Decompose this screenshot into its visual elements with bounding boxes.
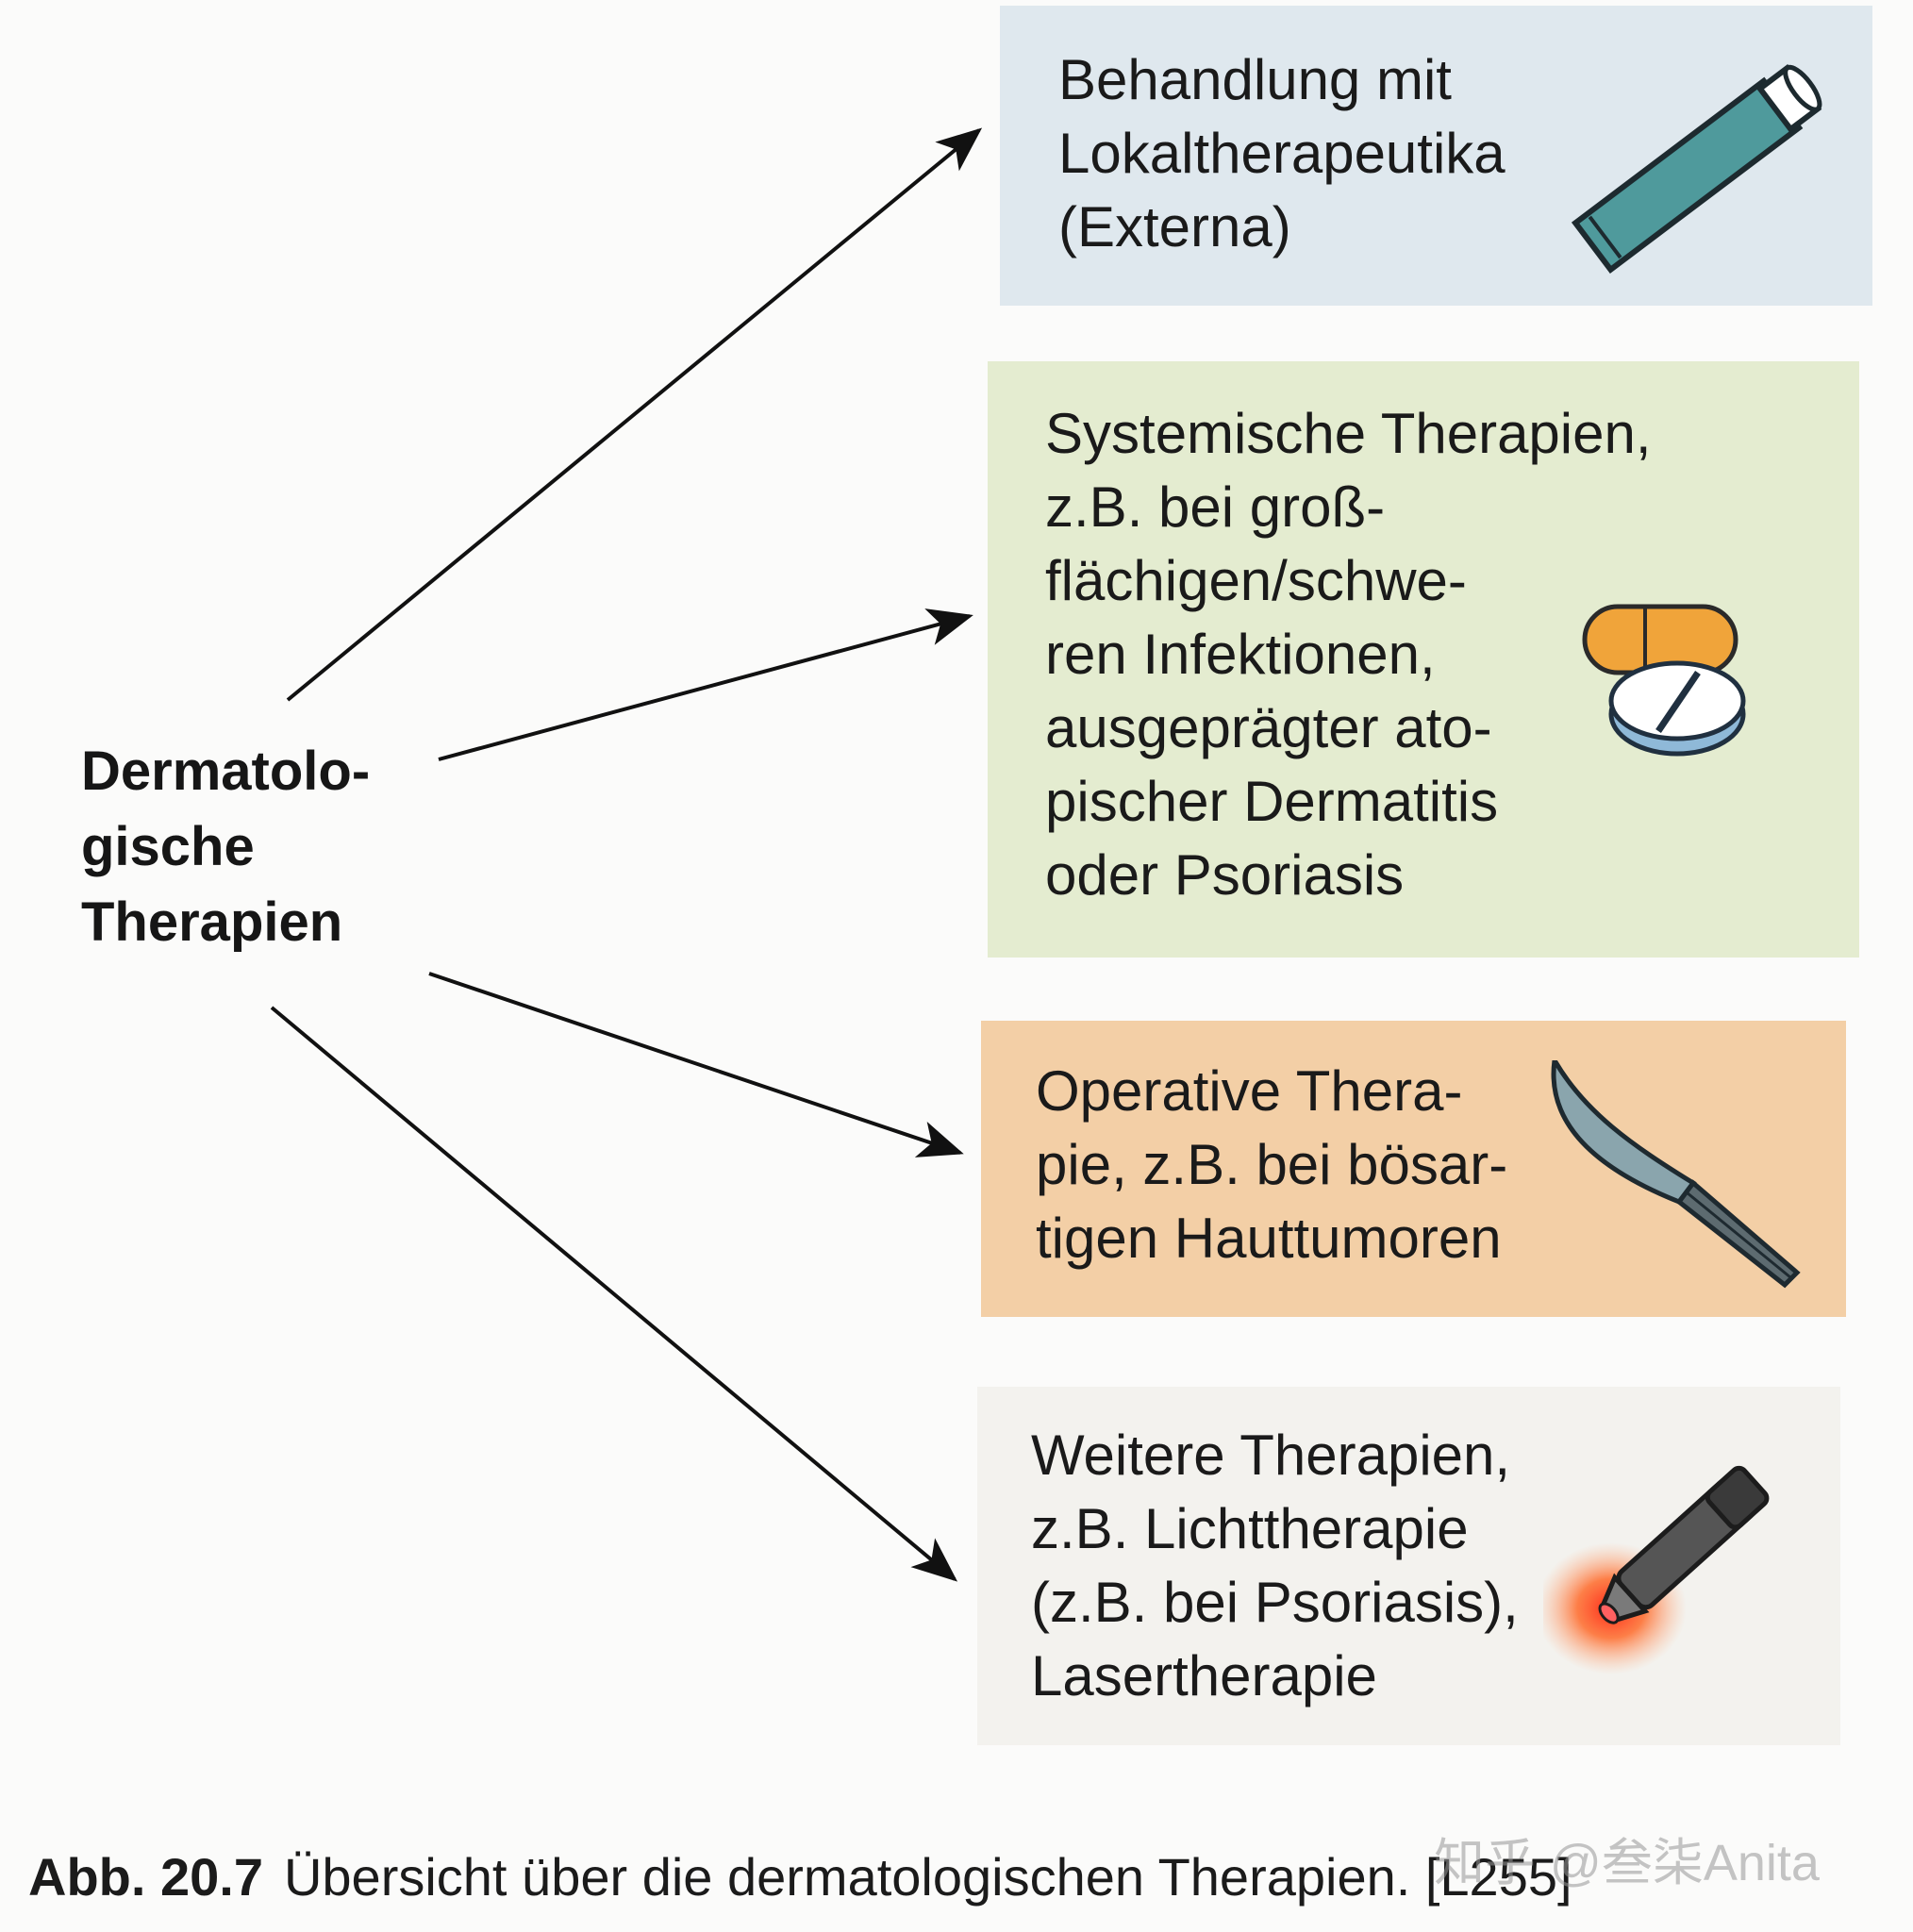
target-line: flächigen/schwe- bbox=[1045, 549, 1467, 612]
target-box-local: Behandlung mit Lokaltherapeutika (Extern… bbox=[1000, 6, 1872, 306]
target-line: Systemische Therapien, bbox=[1045, 402, 1652, 465]
target-box-further: Weitere Therapien, z.B. Lichttherapie (z… bbox=[977, 1387, 1840, 1745]
arrow-to-systemic bbox=[438, 608, 973, 761]
target-line: ausgeprägter ato- bbox=[1045, 696, 1492, 759]
laser-pen-icon bbox=[1536, 1429, 1788, 1698]
source-line: Dermatolo- bbox=[81, 741, 371, 802]
target-line: (Externa) bbox=[1058, 195, 1291, 258]
target-box-systemic: Systemische Therapien, z.B. bei groß- fl… bbox=[988, 361, 1859, 958]
arrow-to-operative bbox=[428, 972, 964, 1158]
target-line: (z.B. bei Psoriasis), bbox=[1031, 1571, 1519, 1634]
target-text: Behandlung mit Lokaltherapeutika (Extern… bbox=[1058, 43, 1505, 264]
target-line: Lasertherapie bbox=[1031, 1644, 1377, 1707]
target-line: Weitere Therapien, bbox=[1031, 1424, 1511, 1487]
pills-icon bbox=[1575, 597, 1764, 772]
target-text: Weitere Therapien, z.B. Lichttherapie (z… bbox=[1031, 1419, 1519, 1713]
source-line: Therapien bbox=[81, 891, 343, 953]
ointment-tube-icon bbox=[1547, 43, 1849, 293]
scalpel-icon bbox=[1528, 1053, 1811, 1301]
target-line: z.B. Lichttherapie bbox=[1031, 1497, 1469, 1560]
target-text: Operative Thera- pie, z.B. bei bösar- ti… bbox=[1036, 1055, 1507, 1275]
caption-text: Übersicht über die dermatologischen Ther… bbox=[283, 1847, 1572, 1907]
source-line: gische bbox=[81, 816, 255, 877]
source-node: Dermatolo- gische Therapien bbox=[81, 734, 477, 960]
arrow-to-local bbox=[286, 127, 983, 702]
target-line: Behandlung mit bbox=[1058, 48, 1452, 111]
target-line: oder Psoriasis bbox=[1045, 843, 1405, 907]
target-line: tigen Hauttumoren bbox=[1036, 1207, 1502, 1270]
arrow-to-further bbox=[270, 1006, 958, 1582]
watermark: 知乎 @叁柒Anita bbox=[1434, 1835, 1820, 1891]
target-line: ren Infektionen, bbox=[1045, 623, 1436, 686]
target-text: Systemische Therapien, z.B. bei groß- fl… bbox=[1045, 397, 1652, 912]
target-line: Operative Thera- bbox=[1036, 1059, 1463, 1123]
figure-caption: Abb. 20.7 Übersicht über die dermatologis… bbox=[28, 1844, 1572, 1910]
target-line: pischer Dermatitis bbox=[1045, 770, 1499, 833]
target-line: pie, z.B. bei bösar- bbox=[1036, 1133, 1508, 1196]
target-line: Lokaltherapeutika bbox=[1058, 122, 1505, 185]
target-box-operative: Operative Thera- pie, z.B. bei bösar- ti… bbox=[981, 1021, 1846, 1317]
target-line: z.B. bei groß- bbox=[1045, 475, 1386, 539]
caption-label: Abb. 20.7 bbox=[28, 1847, 263, 1907]
